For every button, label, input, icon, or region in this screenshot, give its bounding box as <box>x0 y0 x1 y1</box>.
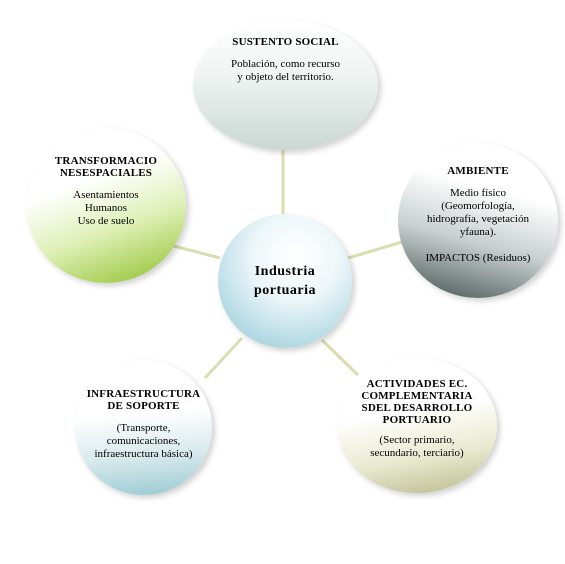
node-sustento-social-body-line-2: y objeto del territorio. <box>237 71 334 83</box>
central-node-title-line-1: Industria <box>254 264 316 279</box>
node-actividades-title-line-4: PORTUARIO <box>382 414 452 426</box>
node-ambiente-body-line-4: yfauna). <box>459 226 497 238</box>
node-actividades-economicas: ACTIVIDADES EC. COMPLEMENTARIA SDEL DESA… <box>337 358 497 493</box>
node-sustento-social: SUSTENTO SOCIAL Población, como recurso … <box>193 20 378 150</box>
node-transformaciones-espaciales: TRANSFORMACIO NESESPACIALES Asentamiento… <box>26 128 186 283</box>
node-ambiente-body-line-2: (Geomorfología, <box>441 200 515 212</box>
node-actividades-body-line-1: (Sector primario, <box>379 434 455 446</box>
node-transformaciones-body-line-1: Asentamientos <box>73 189 139 201</box>
connector-bottom-right <box>320 338 360 377</box>
node-transformaciones-body-line-2: Humanos <box>84 202 128 214</box>
node-actividades-title-line-3: SDEL DESARROLLO <box>361 402 473 414</box>
node-ambiente-body-line-3: hidrografía, vegetación <box>426 213 529 225</box>
node-transformaciones-title-line-2: NESESPACIALES <box>59 167 153 179</box>
node-sustento-social-title: SUSTENTO SOCIAL <box>232 36 339 48</box>
node-infraestructura-title-line-2: DE SOPORTE <box>107 400 180 412</box>
node-ambiente: AMBIENTE Medio físico (Geomorfología, hi… <box>398 143 558 298</box>
node-infraestructura-title-line-1: INFRAESTRUCTURA <box>86 388 201 400</box>
node-transformaciones-body-line-3: Uso de suelo <box>77 215 135 227</box>
node-transformaciones-title-line-1: TRANSFORMACIO <box>54 155 158 167</box>
node-actividades-title-line-1: ACTIVIDADES EC. <box>366 378 468 390</box>
node-ambiente-body-line-1: Medio físico <box>450 187 506 199</box>
central-node: Industria portuaria <box>218 214 352 348</box>
node-infraestructura-body-line-3: infraestructura básica) <box>94 448 193 460</box>
central-node-title-line-2: portuaria <box>253 283 317 298</box>
connector-bottom-left <box>203 336 244 380</box>
connector-left <box>169 243 221 260</box>
node-infraestructura-body-line-2: comunicaciones, <box>106 435 181 447</box>
node-sustento-social-body-line-1: Población, como recurso <box>230 58 341 70</box>
node-infraestructura-soporte: INFRAESTRUCTURA DE SOPORTE (Transporte, … <box>75 360 212 495</box>
connector-right <box>347 240 403 260</box>
node-infraestructura-body-line-1: (Transporte, <box>116 422 171 434</box>
node-actividades-body-line-2: secundario, terciario) <box>370 447 464 459</box>
node-actividades-title-line-2: COMPLEMENTARIA <box>361 390 473 402</box>
node-ambiente-title: AMBIENTE <box>447 165 509 177</box>
node-ambiente-impacts: IMPACTOS (Residuos) <box>425 252 531 264</box>
